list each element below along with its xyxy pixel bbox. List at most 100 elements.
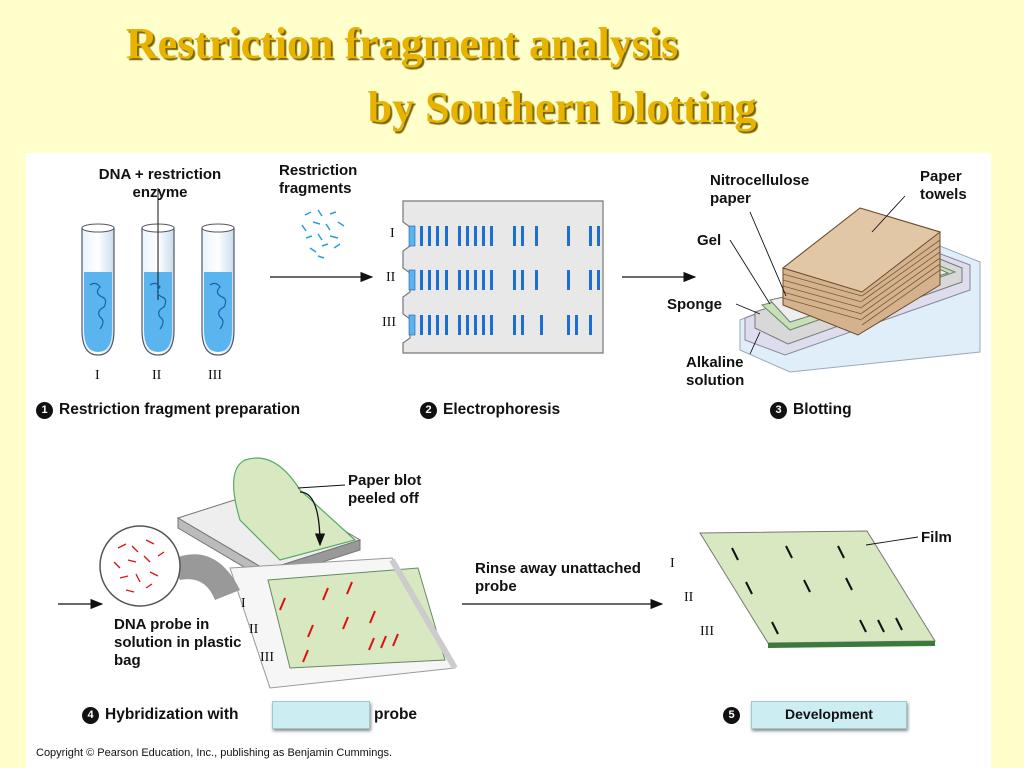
step-5: 5 bbox=[723, 706, 746, 724]
plastic-bag bbox=[229, 557, 458, 689]
gel-band bbox=[567, 226, 570, 246]
label-dna-probe: DNA probe in solution in plastic bag bbox=[114, 616, 242, 669]
probe-band bbox=[346, 581, 353, 595]
step-3-text: Blotting bbox=[793, 401, 852, 418]
step-2-number: 2 bbox=[420, 402, 437, 419]
step-4: 4 Hybridization with bbox=[82, 706, 238, 724]
gel-band bbox=[482, 226, 485, 246]
gel-band bbox=[466, 315, 469, 335]
gel-band bbox=[490, 315, 493, 335]
gel-band bbox=[466, 226, 469, 246]
gel-band bbox=[597, 270, 600, 290]
gel-band bbox=[597, 226, 600, 246]
gel-band bbox=[513, 226, 516, 246]
film-sheet bbox=[699, 530, 936, 648]
gel-band bbox=[540, 315, 543, 335]
gel-well bbox=[408, 314, 416, 336]
gel-band bbox=[482, 315, 485, 335]
gel-lane-label-3: III bbox=[382, 315, 396, 330]
label-paper-towels: Paper towels bbox=[920, 168, 967, 203]
film-band bbox=[803, 579, 811, 593]
blotting-apparatus bbox=[739, 207, 981, 373]
gel-band bbox=[490, 226, 493, 246]
gel-band bbox=[445, 270, 448, 290]
gel-band bbox=[474, 315, 477, 335]
gel-band bbox=[428, 270, 431, 290]
copyright: Copyright © Pearson Education, Inc., pub… bbox=[36, 747, 393, 759]
test-tube-3 bbox=[201, 223, 235, 356]
film-bands bbox=[731, 545, 903, 635]
gel-band bbox=[490, 270, 493, 290]
gel-band bbox=[589, 315, 592, 335]
film-band bbox=[771, 621, 779, 635]
development-box: Development bbox=[751, 701, 907, 729]
film-band bbox=[877, 619, 885, 633]
gel-band bbox=[420, 226, 423, 246]
step-1-number: 1 bbox=[36, 402, 53, 419]
label-rinse: Rinse away unattached probe bbox=[475, 560, 641, 595]
gel-band bbox=[474, 270, 477, 290]
electrophoresis-gel bbox=[402, 200, 604, 354]
label-sponge: Sponge bbox=[667, 296, 722, 313]
probe-band bbox=[322, 587, 329, 601]
bag-lane-label-2: II bbox=[249, 622, 259, 637]
probe-band bbox=[368, 637, 375, 651]
step-4-text-pre: Hybridization with bbox=[105, 706, 239, 723]
step-4-number: 4 bbox=[82, 707, 99, 724]
tube-label-3: III bbox=[208, 368, 222, 383]
film-band bbox=[731, 547, 739, 561]
gel-band bbox=[567, 315, 570, 335]
gel-band bbox=[513, 315, 516, 335]
bag-lane-label-1: I bbox=[241, 596, 246, 611]
gel-band bbox=[513, 270, 516, 290]
label-gel: Gel bbox=[697, 232, 722, 249]
label-film: Film bbox=[921, 529, 952, 546]
label-alkaline: Alkaline solution bbox=[686, 354, 745, 389]
film-band bbox=[837, 545, 845, 559]
gel-band bbox=[575, 315, 578, 335]
gel-band bbox=[474, 226, 477, 246]
probe-band bbox=[342, 616, 349, 630]
probe-band bbox=[307, 624, 314, 638]
gel-band bbox=[567, 270, 570, 290]
gel-bands bbox=[408, 225, 600, 336]
gel-band bbox=[428, 315, 431, 335]
gel-band bbox=[535, 270, 538, 290]
title-line-2: by Southern blotting bbox=[367, 83, 757, 132]
step-3-number: 3 bbox=[770, 402, 787, 419]
tube-label-2: II bbox=[152, 368, 162, 383]
tube-label-1: I bbox=[95, 368, 100, 383]
probe-band bbox=[279, 597, 286, 611]
gel-well bbox=[408, 269, 416, 291]
gel-band bbox=[589, 270, 592, 290]
film-lane-label-3: III bbox=[700, 624, 714, 639]
gel-band bbox=[521, 315, 524, 335]
step-1: 1 Restriction fragment preparation bbox=[36, 401, 300, 419]
restriction-fragments-cluster bbox=[301, 209, 345, 259]
gel-band bbox=[458, 315, 461, 335]
gel-band bbox=[589, 226, 592, 246]
probe-band bbox=[369, 610, 376, 624]
gel-band bbox=[445, 226, 448, 246]
step-1-text: Restriction fragment preparation bbox=[59, 401, 301, 418]
gel-lane-label-1: I bbox=[390, 226, 395, 241]
probe-band bbox=[392, 633, 399, 647]
gel-band bbox=[458, 226, 461, 246]
gel-band bbox=[458, 270, 461, 290]
probe-band bbox=[302, 649, 309, 663]
film-band bbox=[785, 545, 793, 559]
gel-band bbox=[521, 226, 524, 246]
test-tube-2 bbox=[141, 188, 175, 356]
gel-well bbox=[408, 225, 416, 247]
gel-band bbox=[482, 270, 485, 290]
bag-lane-label-3: III bbox=[260, 650, 274, 665]
gel-band bbox=[521, 270, 524, 290]
gel-band bbox=[535, 226, 538, 246]
step-4-text-post: probe bbox=[374, 706, 418, 723]
probe-magnifier bbox=[99, 525, 240, 607]
film-band bbox=[859, 619, 867, 633]
answer-blank-box bbox=[272, 701, 370, 729]
test-tube-1 bbox=[81, 223, 115, 356]
